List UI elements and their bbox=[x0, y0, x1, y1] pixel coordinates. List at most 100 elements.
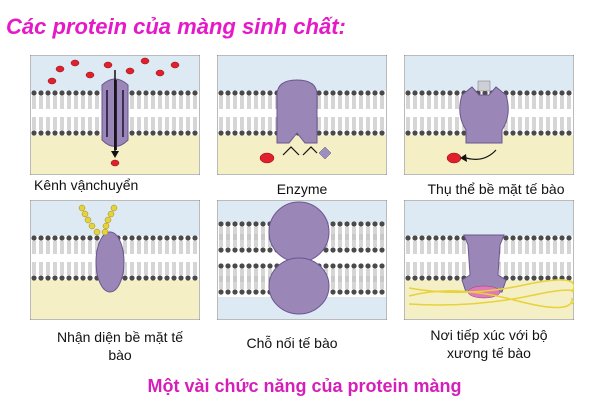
lipid-head bbox=[330, 90, 336, 96]
lipid-head bbox=[267, 90, 273, 96]
lipid-head bbox=[129, 90, 135, 96]
lipid-head bbox=[510, 235, 516, 241]
lipid-head bbox=[545, 130, 551, 136]
lipid-head bbox=[372, 90, 378, 96]
lipid-head bbox=[379, 263, 385, 269]
lipid-head bbox=[379, 90, 385, 96]
lipid-head bbox=[66, 130, 72, 136]
lipid-head bbox=[482, 90, 488, 96]
lipid-head bbox=[372, 130, 378, 136]
lipid-head bbox=[129, 275, 135, 281]
lipid-head bbox=[419, 235, 425, 241]
lipid-head bbox=[185, 235, 191, 241]
lipid-head bbox=[372, 289, 378, 295]
lipid-head bbox=[440, 90, 446, 96]
lipid-head bbox=[232, 221, 238, 227]
lipid-head bbox=[225, 221, 231, 227]
lipid-head bbox=[337, 289, 343, 295]
lipid-head bbox=[150, 90, 156, 96]
lipid-head bbox=[253, 263, 259, 269]
lipid-head bbox=[433, 275, 439, 281]
lipid-head bbox=[412, 275, 418, 281]
lipid-head bbox=[87, 275, 93, 281]
lipid-head bbox=[412, 235, 418, 241]
lipid-head bbox=[87, 90, 93, 96]
caption-enzyme: Enzyme bbox=[276, 181, 328, 197]
lipid-head bbox=[136, 130, 142, 136]
lipid-head bbox=[517, 275, 523, 281]
lipid-head bbox=[566, 235, 572, 241]
lipid-head bbox=[260, 130, 266, 136]
lipid-head bbox=[218, 130, 224, 136]
lipid-head bbox=[239, 289, 245, 295]
lipid-head bbox=[365, 263, 371, 269]
lipid-head bbox=[267, 130, 273, 136]
lipid-head bbox=[566, 275, 572, 281]
anchor-protein bbox=[461, 234, 507, 293]
lipid-head bbox=[143, 275, 149, 281]
lipid-head bbox=[73, 90, 79, 96]
lipid-head bbox=[122, 275, 128, 281]
lipid-head bbox=[129, 235, 135, 241]
lipid-head bbox=[31, 130, 37, 136]
lipid-head bbox=[31, 235, 37, 241]
lipid-head bbox=[260, 247, 266, 253]
lipid-head bbox=[559, 130, 565, 136]
lipid-head bbox=[379, 289, 385, 295]
lipid-head bbox=[330, 263, 336, 269]
lipid-head bbox=[178, 275, 184, 281]
lipid-head bbox=[323, 247, 329, 253]
lipid-head bbox=[426, 275, 432, 281]
lipid-head bbox=[379, 130, 385, 136]
panel-cytoskeleton bbox=[404, 200, 574, 320]
lipid-head bbox=[323, 263, 329, 269]
lipid-head bbox=[218, 221, 224, 227]
lipid-head bbox=[351, 289, 357, 295]
lipid-head bbox=[517, 235, 523, 241]
lipid-head bbox=[503, 235, 509, 241]
lipid-head bbox=[538, 130, 544, 136]
junction-protein-bottom bbox=[268, 257, 330, 315]
lipid-head bbox=[59, 90, 65, 96]
lipid-head bbox=[178, 235, 184, 241]
lipid-head bbox=[365, 247, 371, 253]
lipid-head bbox=[94, 235, 100, 241]
lipid-head bbox=[412, 130, 418, 136]
lipid-head bbox=[358, 289, 364, 295]
lipid-head bbox=[253, 90, 259, 96]
lipid-head bbox=[316, 130, 322, 136]
lipid-head bbox=[232, 263, 238, 269]
lipid-head bbox=[510, 90, 516, 96]
lipid-head bbox=[225, 130, 231, 136]
lipid-head bbox=[218, 263, 224, 269]
lipid-head bbox=[344, 263, 350, 269]
lipid-head bbox=[192, 275, 198, 281]
lipid-head bbox=[80, 275, 86, 281]
lipid-head bbox=[246, 90, 252, 96]
lipid-head bbox=[358, 130, 364, 136]
lipid-head bbox=[80, 130, 86, 136]
lipid-head bbox=[253, 289, 259, 295]
lipid-head bbox=[419, 275, 425, 281]
lipid-head bbox=[447, 275, 453, 281]
panel-transport-channel bbox=[30, 55, 200, 175]
lipid-head bbox=[358, 247, 364, 253]
lipid-head bbox=[239, 247, 245, 253]
lipid-head bbox=[232, 130, 238, 136]
lipid-head bbox=[440, 275, 446, 281]
caption-cytoskeleton: Nơi tiếp xúc với bộ xương tế bào bbox=[430, 327, 548, 361]
lipid-head bbox=[433, 130, 439, 136]
lipid-head bbox=[566, 90, 572, 96]
lipid-head bbox=[344, 247, 350, 253]
lipid-head bbox=[538, 275, 544, 281]
signal-molecule bbox=[477, 80, 491, 92]
lipid-head bbox=[52, 90, 58, 96]
lipid-head bbox=[171, 235, 177, 241]
lipid-head bbox=[59, 235, 65, 241]
lipid-head bbox=[136, 90, 142, 96]
lipid-head bbox=[239, 263, 245, 269]
lipid-head bbox=[185, 90, 191, 96]
lipid-head bbox=[31, 275, 37, 281]
lipid-head bbox=[80, 235, 86, 241]
lipid-head bbox=[136, 275, 142, 281]
